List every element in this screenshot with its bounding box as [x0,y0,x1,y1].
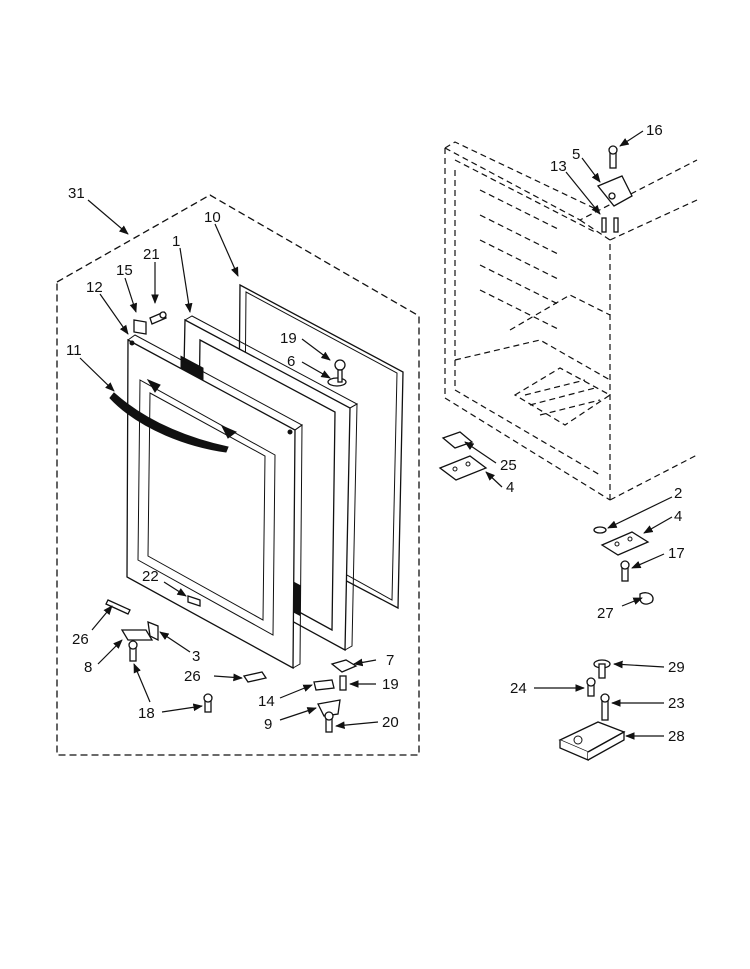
callout-label: 16 [646,122,663,139]
door-assembly-boundary [56,194,420,756]
callout-label: 13 [550,158,567,175]
callout-label: 4 [674,508,682,525]
callout-label: 9 [264,716,272,733]
hinge-8 [120,620,159,642]
callout-label: 1 [172,233,180,250]
screw-17 [620,560,630,582]
callout-label: 10 [204,209,221,226]
hinge-plate-4-left [438,455,488,481]
hinge-9 [317,699,341,717]
callout-label: 3 [192,648,200,665]
callout-label: 29 [668,659,685,676]
screw-21 [149,311,167,325]
callout-label: 11 [66,342,82,359]
callout-label: 19 [280,330,297,347]
bracket-26-left [105,599,131,615]
callout-label: 6 [287,353,295,370]
callout-label: 21 [143,246,160,263]
leveler-28 [558,721,626,761]
shim-14 [313,679,335,691]
callout-label: 7 [386,652,394,669]
callout-label: 17 [668,545,685,562]
cabinet-outline [444,141,698,501]
callout-label: 2 [674,485,682,502]
door-handle [109,378,237,453]
callout-labels: 31 10 21 1 15 12 11 19 6 22 26 3 8 26 18… [66,122,685,745]
bracket-26-right [242,671,268,683]
screw-18 [203,693,213,713]
callout-label: 24 [510,680,527,697]
bolt-24 [586,677,596,697]
callout-label: 26 [184,668,201,685]
callout-label: 5 [572,146,580,163]
callout-label: 22 [142,568,159,585]
screw-29 [593,659,611,679]
callout-label: 27 [597,605,614,622]
callout-label: 15 [116,262,133,279]
screw-20 [324,711,334,733]
hinge-cover-15 [133,319,147,335]
washer-6 [327,359,347,387]
callout-label: 20 [382,714,399,731]
callout-label: 19 [382,676,399,693]
callout-label: 4 [506,479,514,496]
callout-label: 14 [258,693,275,710]
callout-label: 18 [138,705,155,722]
screw-8 [128,640,138,662]
callout-label: 23 [668,695,685,712]
hinge-plate-7 [330,659,358,673]
screw-16 [608,145,618,169]
hinge-cap-25 [441,431,474,449]
callout-label: 25 [500,457,517,474]
leader-lines [79,130,673,740]
callout-label: 31 [68,185,85,202]
badge-22 [187,595,201,607]
screw-19-lower [339,675,347,691]
washer-2 [593,526,607,534]
top-hinge-5 [596,175,633,207]
callout-label: 26 [72,631,89,648]
bolt-23 [600,693,610,721]
callout-label: 8 [84,659,92,676]
callout-label: 12 [86,279,103,296]
callout-label: 28 [668,728,685,745]
pin-13 [601,217,619,233]
hinge-plate-4-right [600,531,650,556]
